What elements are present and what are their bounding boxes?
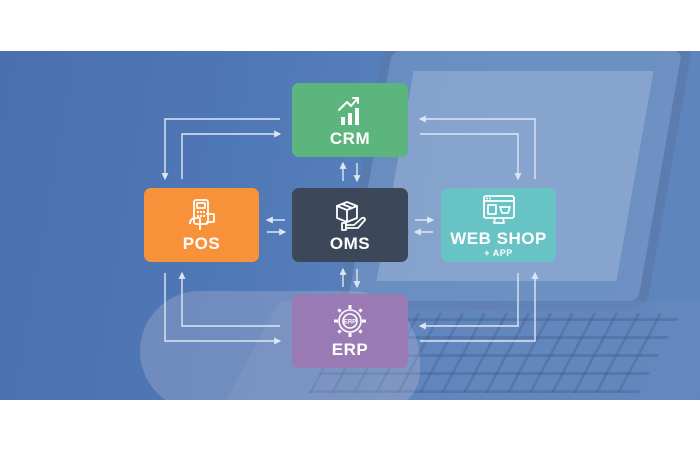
hero-banner: CRM POS [0, 51, 700, 400]
connector-crm-pos-outer [161, 118, 280, 181]
oms-node: OMS [292, 188, 408, 262]
connector-erp-web-outer [420, 271, 539, 342]
connector-pos-erp-outer [164, 273, 282, 345]
web-shop-sublabel: + APP [484, 247, 513, 258]
crm-node: CRM [292, 83, 408, 157]
web-shop-label: WEB SHOP [450, 228, 547, 248]
svg-text:ERP: ERP [344, 320, 356, 326]
web-shop-node: WEB SHOP + APP [441, 188, 556, 262]
pos-node: POS [144, 188, 259, 262]
oms-label: OMS [329, 234, 371, 253]
package-hand-icon [336, 201, 366, 231]
crm-label: CRM [329, 129, 371, 148]
growth-chart-icon [338, 97, 359, 125]
payment-terminal-icon [188, 199, 215, 230]
connector-web-crm-outer [418, 115, 536, 179]
connector-lines [161, 115, 539, 345]
web-store-icon [482, 194, 515, 224]
connector-crm-web-inner [420, 133, 522, 181]
erp-gear-icon: ERP [334, 305, 366, 337]
connector-erp-pos-inner [178, 271, 280, 327]
connector-web-erp-inner [418, 273, 519, 330]
connector-pos-crm-inner [181, 130, 282, 179]
pos-label: POS [182, 234, 221, 253]
erp-label: ERP [331, 340, 369, 359]
erp-node: ERP ERP [292, 294, 408, 368]
